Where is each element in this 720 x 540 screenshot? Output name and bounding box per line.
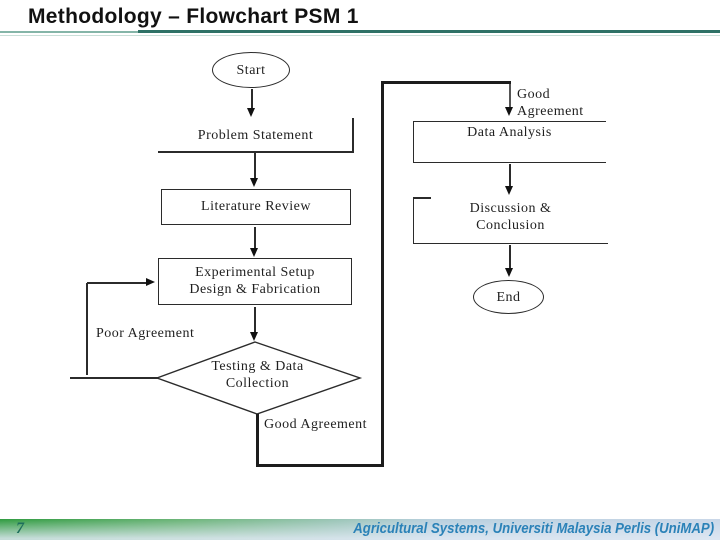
footer-bar [0,519,720,540]
node-discussion-line1: Discussion & [469,201,552,216]
edge-discussion-end [509,245,511,268]
edge-poor-return [87,282,147,284]
edge-analysis-discussion [509,164,511,187]
title-rule-bottom [0,35,720,36]
node-testing-line2: Collection [225,376,290,391]
edge-experimental-testing [254,307,256,333]
edge-literature-experimental [254,227,256,249]
node-discussion-label: Discussion & Conclusion [440,200,581,234]
node-testing-line1: Testing & Data [211,359,304,374]
footer-affiliation: Agricultural Systems, Universiti Malaysi… [353,520,714,537]
edge-good-into-analysis [509,84,511,108]
node-end-label: End [496,289,521,305]
node-start: Start [212,52,290,88]
node-experimental-line2: Design & Fabrication [189,282,321,297]
edge-label-poor-agreement: Poor Agreement [96,326,195,341]
arrowhead-literature-experimental [250,248,258,257]
node-data-analysis-label: Data Analysis [467,125,552,140]
edge-good-down [256,414,259,467]
arrowhead-good-into-analysis [505,107,513,116]
arrowhead-experimental-testing [250,332,258,341]
edge-poor-vertical [86,283,88,375]
node-data-analysis [413,121,606,163]
arrowhead-start-problem [247,108,255,117]
node-experimental-setup [158,258,352,305]
edge-poor-horizontal [70,377,158,379]
title-rule-dark [138,30,720,33]
edge-problem-literature [254,153,256,179]
arrowhead-discussion-end [505,268,513,277]
arrowhead-problem-literature [250,178,258,187]
page-title: Methodology – Flowchart PSM 1 [28,5,359,28]
page-number: 7 [16,520,24,537]
edge-label-good-agreement-bottom: Good Agreement [264,417,368,432]
node-experimental-line1: Experimental Setup [195,265,315,280]
edge-good-bottom [256,464,384,467]
arrowhead-poor-return [146,278,155,286]
node-discussion-top-segment [413,197,431,199]
node-end: End [473,280,544,314]
arrowhead-analysis-discussion [505,186,513,195]
node-experimental-label: Experimental Setup Design & Fabrication [158,264,352,298]
node-problem-right-edge [352,118,354,152]
node-problem-bottom-edge [158,151,354,153]
edge-good-up [381,81,384,467]
node-literature-review [161,189,351,225]
node-testing-label: Testing & Data Collection [176,358,339,392]
edge-label-good-agreement-top: Good Agreement [517,87,584,119]
edge-start-problem [251,89,253,109]
node-problem-label: Problem Statement [197,128,314,143]
node-discussion-conclusion [413,197,608,244]
node-discussion-line2: Conclusion [476,218,545,233]
edge-good-top [381,81,511,84]
node-start-label: Start [236,62,266,78]
node-literature-label: Literature Review [201,199,311,214]
